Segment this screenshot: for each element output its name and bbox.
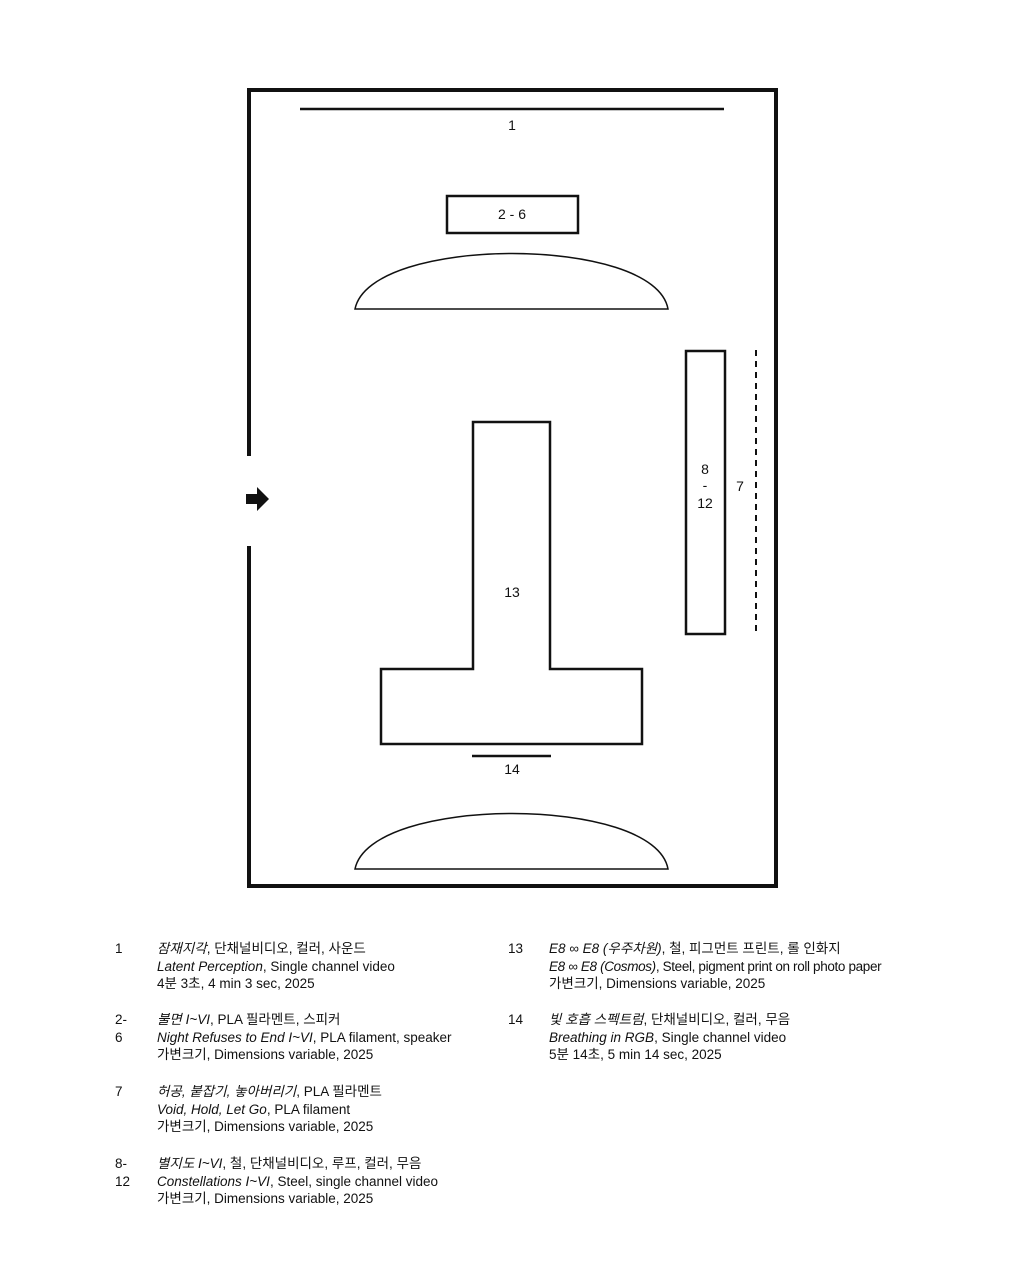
desc-ko: , 철, 단채널비디오, 루프, 컬러, 무음 xyxy=(222,1156,422,1171)
desc-ko: , PLA 필라멘트, 스피커 xyxy=(209,1012,341,1027)
floor-plan: 1 2 - 6 8 - 12 7 13 14 xyxy=(246,88,778,888)
work-8-label: 8 xyxy=(701,461,709,477)
title-en: Breathing in RGB xyxy=(549,1029,655,1045)
meta: 가변크기, Dimensions variable, 2025 xyxy=(157,1119,374,1134)
title-en: Void, Hold, Let Go xyxy=(157,1101,267,1117)
meta: 가변크기, Dimensions variable, 2025 xyxy=(549,976,766,991)
work-12-label: 12 xyxy=(697,495,713,511)
desc-en: , Single channel video xyxy=(262,958,395,974)
work-13-t-shape xyxy=(379,420,644,746)
meta: 5분 14초, 5 min 14 sec, 2025 xyxy=(549,1047,722,1062)
meta: 4분 3초, 4 min 3 sec, 2025 xyxy=(157,976,315,991)
title-ko: 불면 I~VI xyxy=(157,1012,210,1027)
entrance-arrow-icon xyxy=(246,487,269,511)
meta: 가변크기, Dimensions variable, 2025 xyxy=(157,1047,374,1062)
title-en: Night Refuses to End I~VI xyxy=(157,1029,313,1045)
legend-number: 8-12 xyxy=(115,1156,131,1189)
work-1-label: 1 xyxy=(508,117,516,133)
legend-number: 14 xyxy=(508,1012,524,1027)
work-8-12-dash: - xyxy=(703,477,708,493)
desc-en: , Steel, pigment print on roll photo pap… xyxy=(655,958,882,974)
title-ko: 별지도 I~VI xyxy=(157,1156,223,1171)
legend-number: 1 xyxy=(115,941,123,956)
legend-number: 13 xyxy=(508,941,524,956)
work-2-6-label: 2 - 6 xyxy=(498,206,526,222)
desc-en: , Steel, single channel video xyxy=(269,1173,439,1189)
desc-en: , PLA filament xyxy=(266,1101,351,1117)
title-ko: E8 ∞ E8 (우주차원) xyxy=(549,941,662,956)
desc-ko: , PLA 필라멘트 xyxy=(296,1084,382,1099)
title-ko: 허공, 붙잡기, 놓아버리기 xyxy=(157,1084,297,1099)
desc-ko: , 단채널비디오, 컬러, 무음 xyxy=(643,1012,791,1027)
title-en: Constellations I~VI xyxy=(157,1173,270,1189)
legend-number: 7 xyxy=(115,1084,123,1099)
work-13-label: 13 xyxy=(504,584,520,600)
legend-number: 2-6 xyxy=(115,1012,128,1045)
title-en: E8 ∞ E8 (Cosmos) xyxy=(549,958,656,974)
desc-ko: , 단채널비디오, 컬러, 사운드 xyxy=(206,941,366,956)
title-ko: 잠재지각 xyxy=(157,941,207,956)
meta: 가변크기, Dimensions variable, 2025 xyxy=(157,1191,374,1206)
upper-dome-shape xyxy=(354,252,669,310)
title-en: Latent Perception xyxy=(157,958,263,974)
lower-dome-shape xyxy=(354,812,669,870)
work-2-6-box xyxy=(445,194,580,235)
desc-en: , Single channel video xyxy=(654,1029,787,1045)
work-8-12-box xyxy=(684,349,727,636)
room-walls xyxy=(247,88,778,888)
title-ko: 빛 호흡 스펙트럼 xyxy=(549,1012,644,1027)
desc-en: , PLA filament, speaker xyxy=(312,1029,452,1045)
work-7-label: 7 xyxy=(736,478,744,494)
work-14-label: 14 xyxy=(504,761,520,777)
desc-ko: , 철, 피그먼트 프린트, 롤 인화지 xyxy=(661,941,841,956)
